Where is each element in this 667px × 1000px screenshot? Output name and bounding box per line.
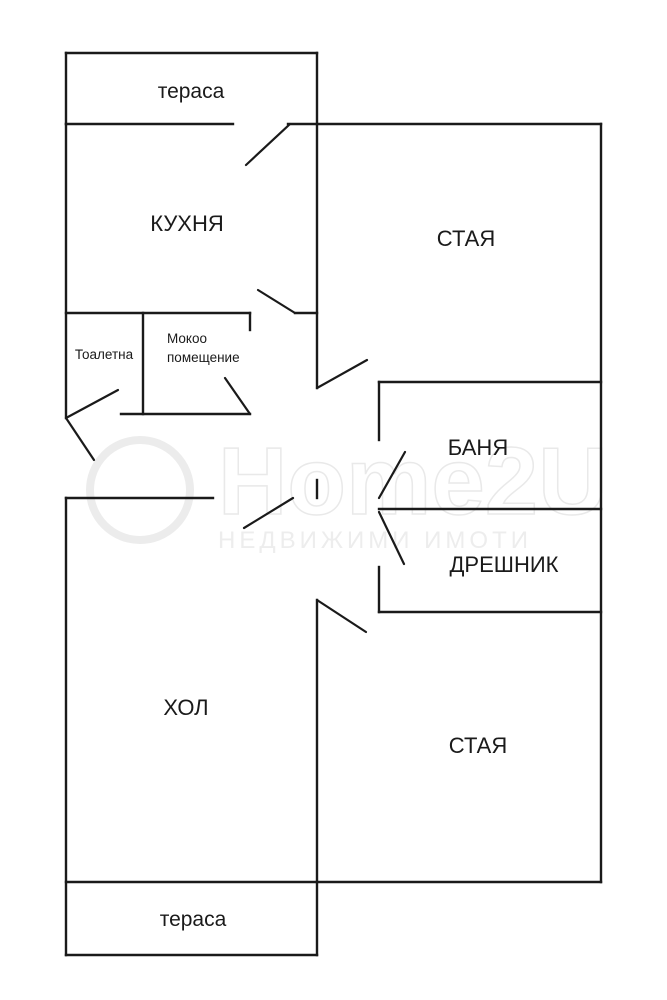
label-wet-room-line2: помещение: [167, 350, 240, 365]
door-closet: [377, 510, 406, 566]
label-terrace-top: тераса: [158, 80, 225, 103]
label-room-top: СТАЯ: [437, 226, 495, 251]
label-bathroom: БАНЯ: [448, 435, 508, 460]
door-bathroom: [377, 450, 407, 500]
door-kitchen-top: [244, 122, 292, 167]
label-kitchen: КУХНЯ: [150, 211, 224, 236]
door-hall: [242, 496, 295, 530]
door-kitchen-bottom: [256, 288, 297, 315]
watermark-brand: Home2U: [218, 428, 607, 535]
label-wet-room-line1: Мокоо: [167, 331, 207, 346]
watermark: Home2U НЕДВИЖИМИ ИМОТИ: [86, 427, 608, 554]
label-closet: ДРЕШНИК: [450, 552, 559, 577]
door-room-bottom: [315, 598, 368, 634]
watermark-tagline: НЕДВИЖИМИ ИМОТИ: [218, 527, 532, 554]
watermark-logo: [86, 436, 194, 544]
door-toilet-b: [64, 416, 96, 462]
label-hall: ХОЛ: [163, 695, 208, 720]
door-toilet-a: [64, 388, 120, 420]
label-room-bottom: СТАЯ: [449, 733, 507, 758]
door-wet-room: [223, 376, 252, 416]
door-room-top: [315, 358, 369, 390]
label-terrace-bottom: тераса: [160, 908, 227, 931]
label-toilet: Тоалетна: [75, 347, 134, 362]
walls: [64, 51, 603, 957]
room-labels: тераса КУХНЯ СТАЯ Тоалетна Мокоо помещен…: [75, 80, 559, 931]
doors: [64, 122, 407, 634]
